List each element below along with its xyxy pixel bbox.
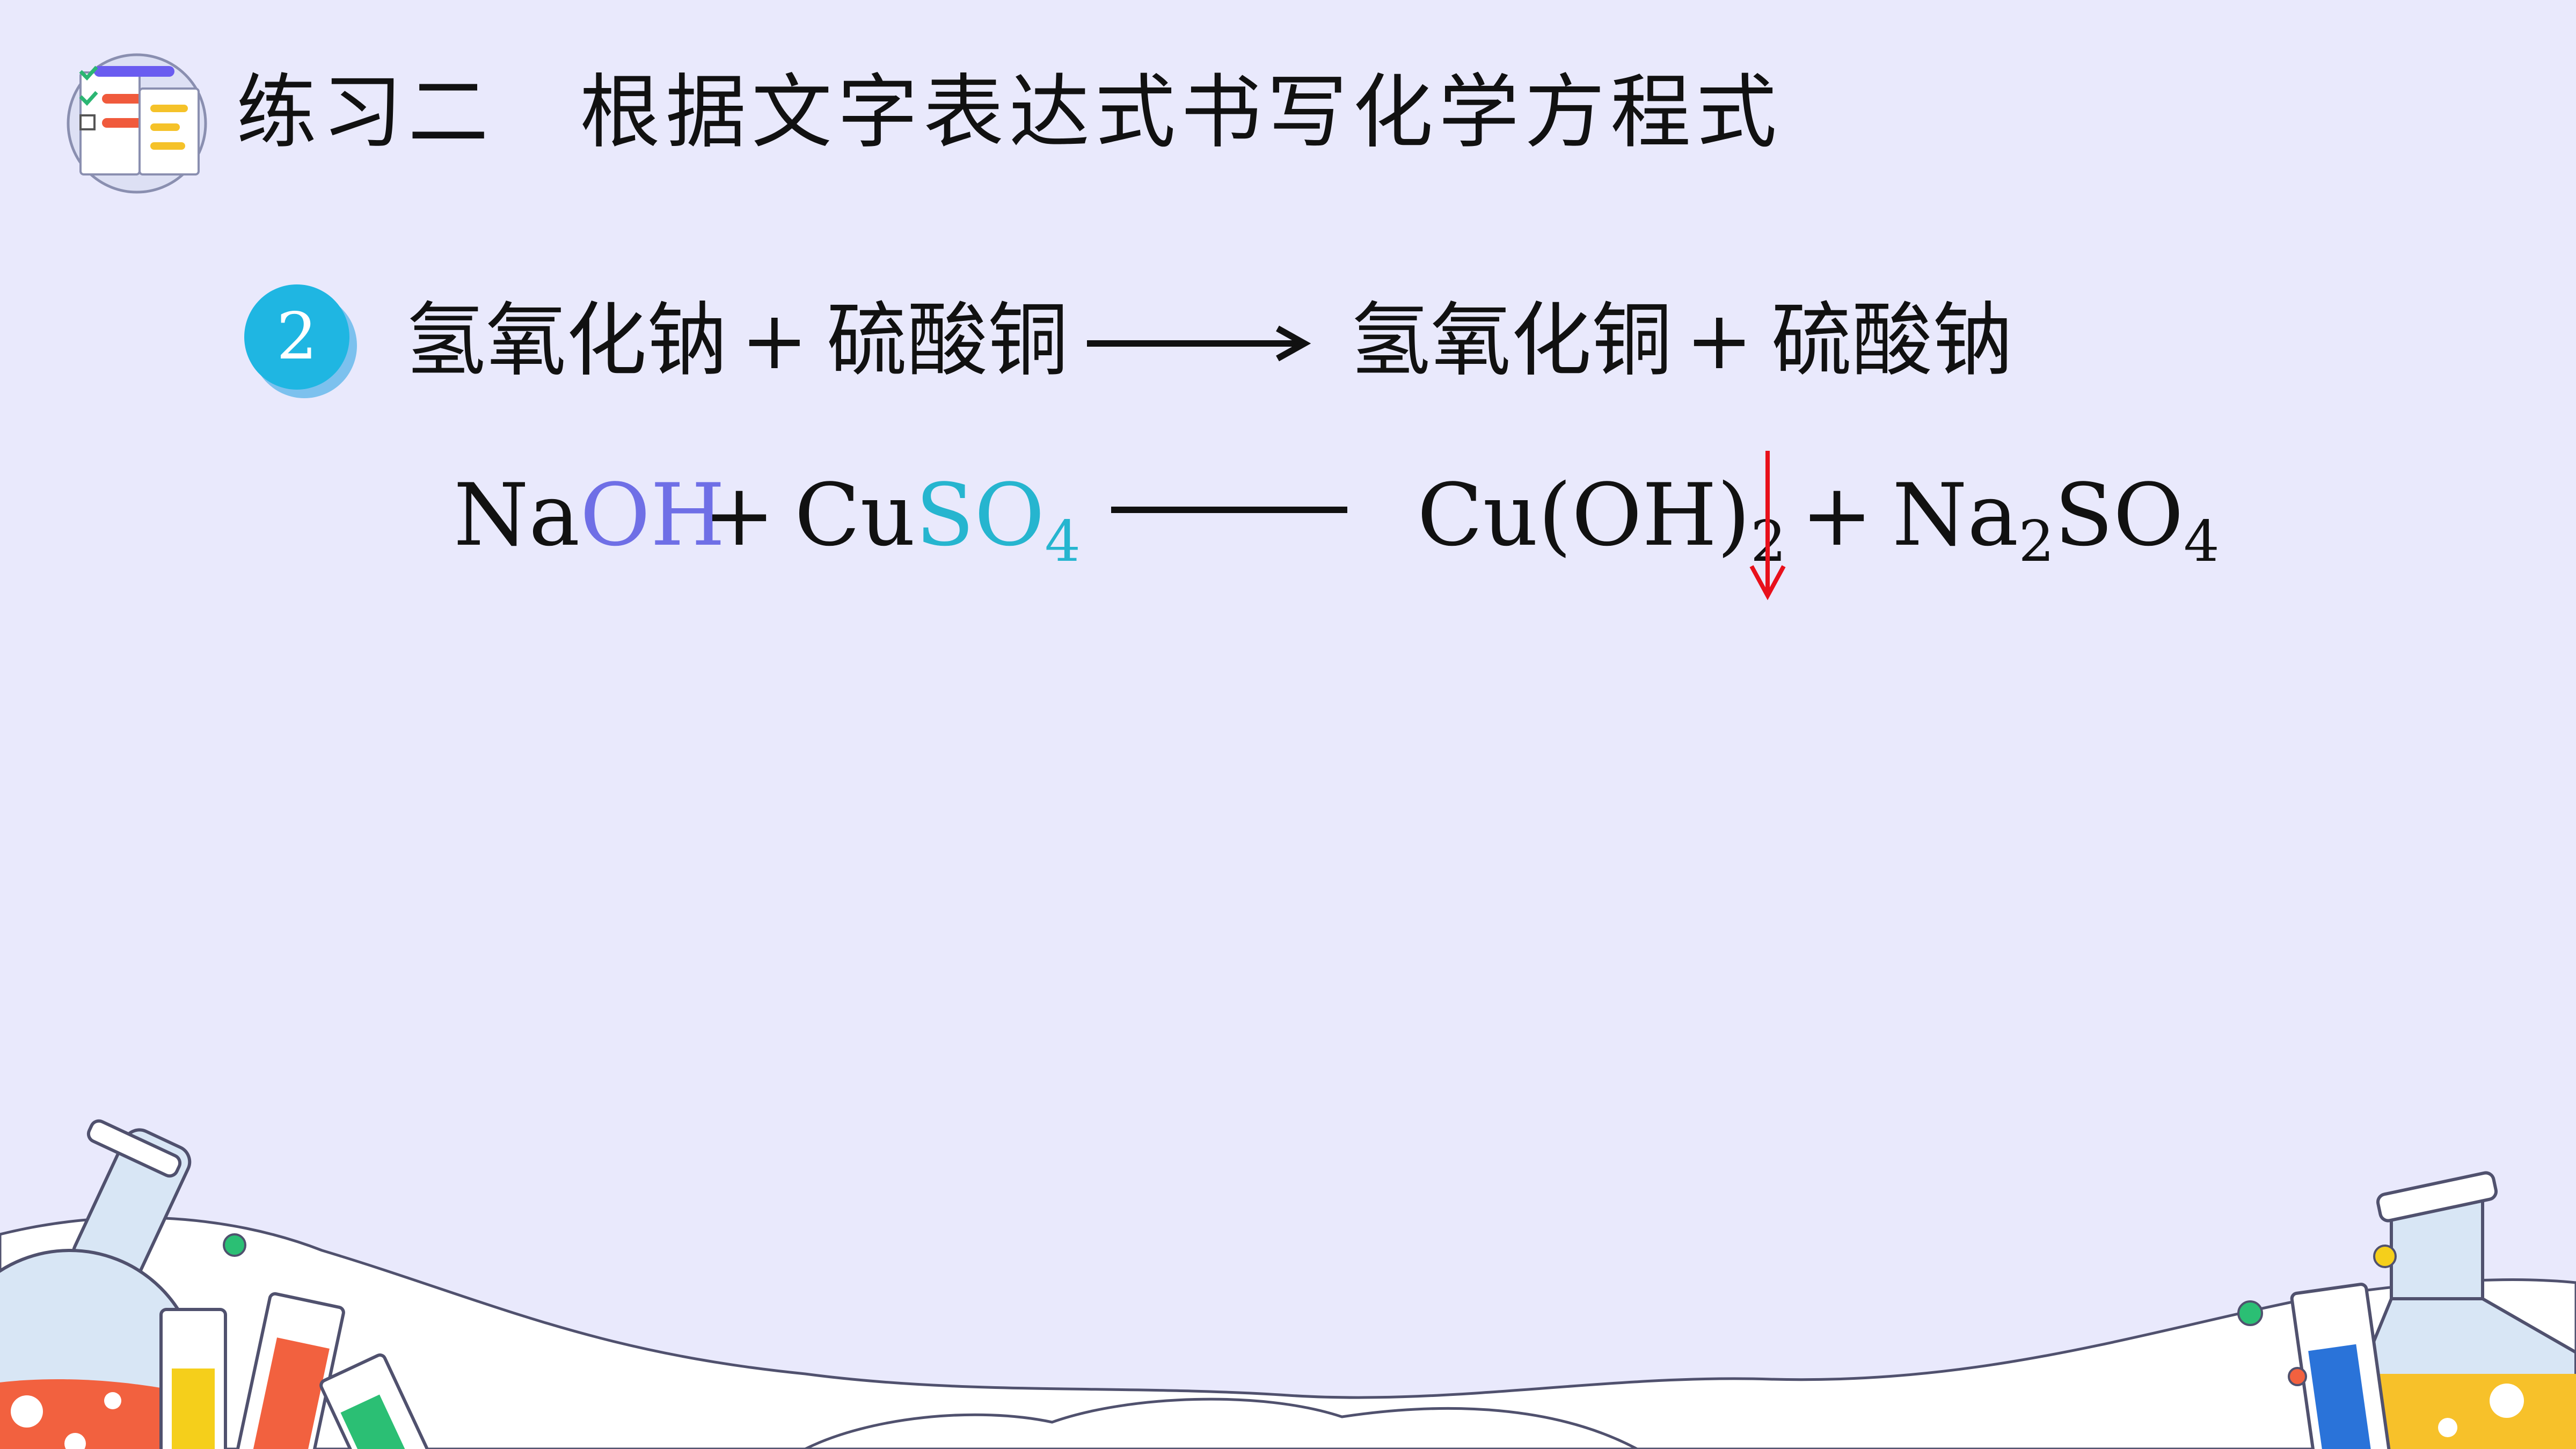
equation-line <box>1111 507 1347 513</box>
formula-cu: Cu <box>794 465 916 565</box>
page-title: 练习二根据文字表达式书写化学方程式 <box>236 72 1782 153</box>
formula-product-2: Na2SO4 <box>1892 472 2220 570</box>
formula-cuoh: Cu(OH) <box>1417 465 1751 565</box>
test-tube-yellow-icon <box>159 1308 227 1449</box>
word-product-2: 硫酸钠 <box>1771 294 2013 387</box>
formula-reactant-2: CuSO4 <box>794 472 1081 570</box>
formula-reactant-1: NaOH <box>454 472 725 558</box>
formula-na2-sub: 2 <box>2018 509 2055 574</box>
formula-so-sub: 4 <box>1045 509 1081 574</box>
word-plus-2: + <box>1685 294 1753 387</box>
question-number-badge: 2 <box>244 284 357 398</box>
reaction-arrow-icon <box>1087 325 1311 362</box>
test-tube-green-icon <box>319 1353 442 1449</box>
test-tube-blue-icon <box>2290 1283 2391 1449</box>
word-reactant-2: 硫酸铜 <box>827 294 1069 387</box>
test-tube-orange-icon <box>235 1292 345 1449</box>
word-product-1: 氢氧化铜 <box>1350 294 1673 387</box>
formula-plus-2: + <box>1801 465 1873 565</box>
formula-na2: Na <box>1892 465 2019 565</box>
title-prefix: 练习二 <box>236 66 494 159</box>
formula-plus-1: + <box>703 465 776 565</box>
formula-so: SO <box>915 465 1045 565</box>
formula-so4: SO <box>2054 465 2184 565</box>
formula-so4-sub: 4 <box>2183 509 2220 574</box>
question-number: 2 <box>244 284 349 390</box>
word-plus-1: + <box>741 294 808 387</box>
checklist-icon <box>67 53 207 194</box>
formula-oh: OH <box>580 465 726 565</box>
title-text: 根据文字表达式书写化学方程式 <box>580 66 1783 159</box>
precipitate-arrow-icon <box>1749 451 1786 601</box>
formula-na: Na <box>454 465 580 565</box>
word-reactant-1: 氢氧化钠 <box>405 294 728 387</box>
